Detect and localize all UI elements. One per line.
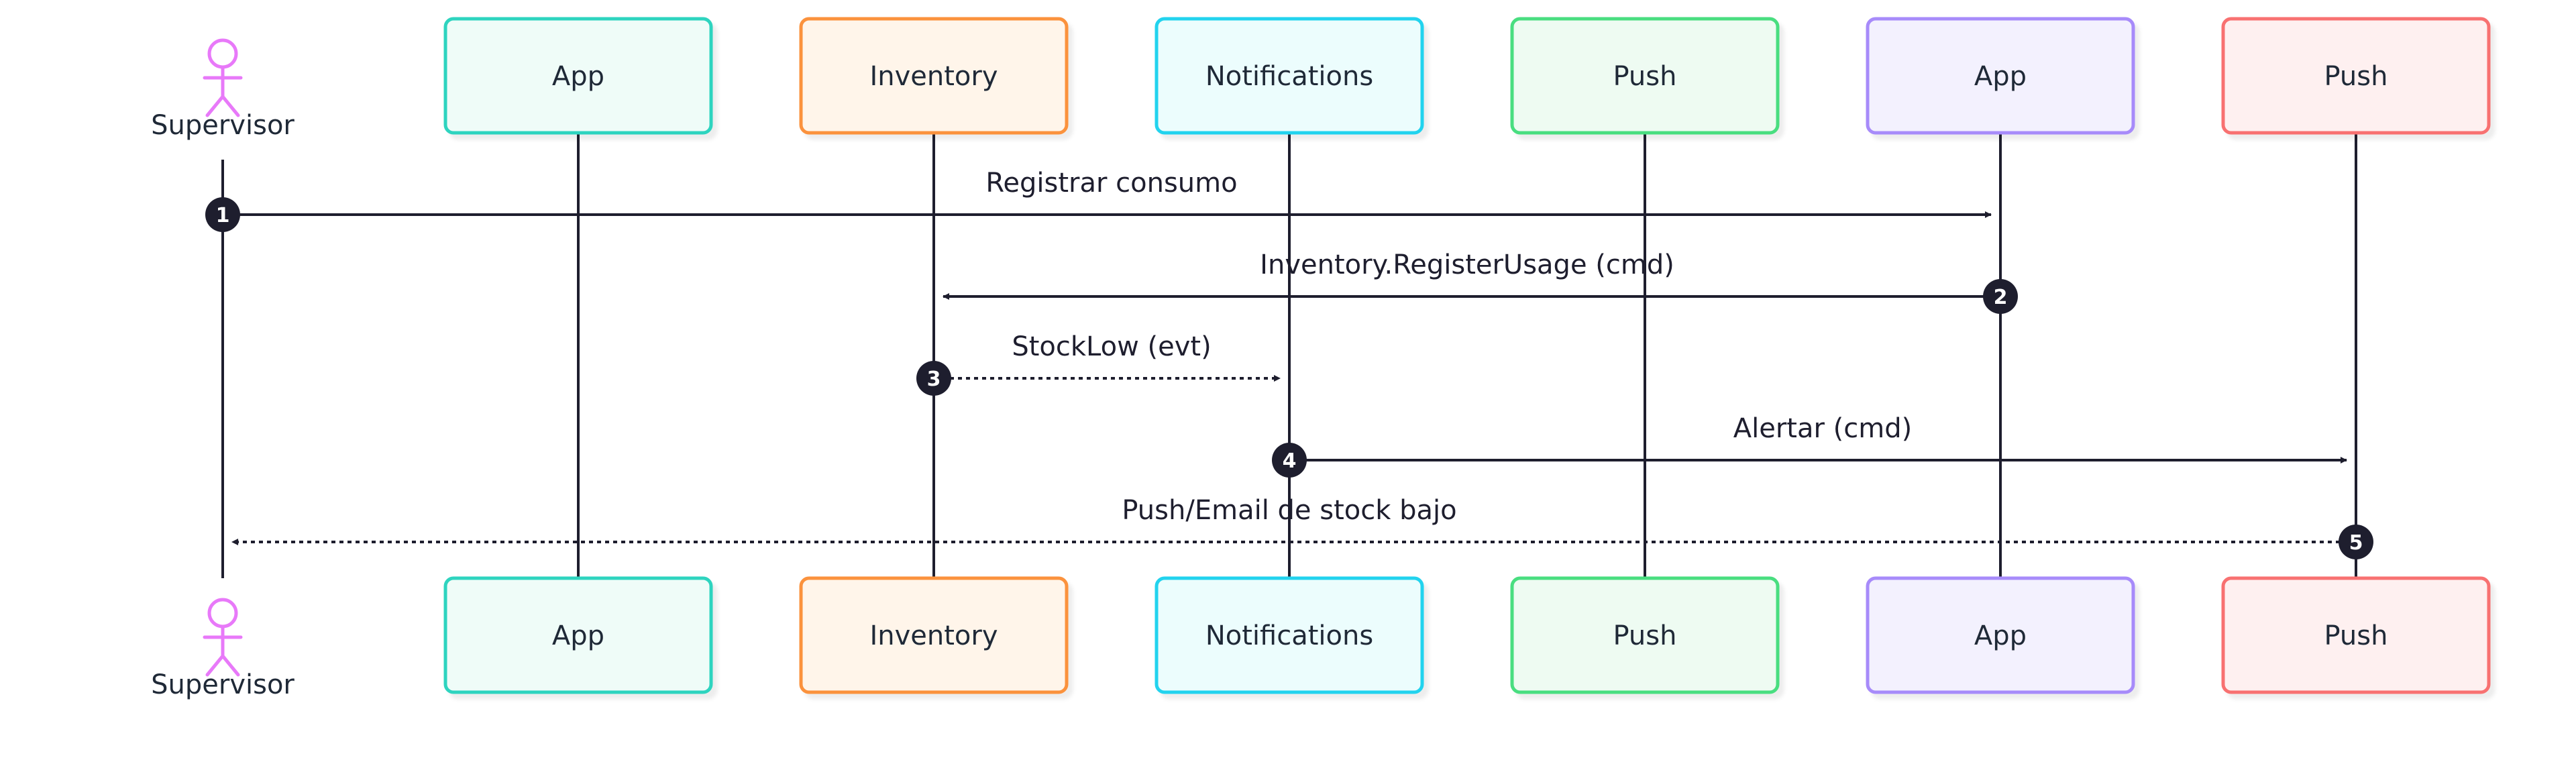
messages: Registrar consumo 1Inventory.RegisterUsag… [205,168,2373,559]
participant-box [2221,576,2491,694]
participant-label: Notifications [1205,620,1373,651]
participant-app2-bottom: App [1866,576,2135,694]
participants: SupervisorSupervisorAppAppInventoryInven… [151,17,2491,700]
sequence-number-badge [1272,443,1307,478]
participant-notifications-top: Notifications [1155,17,1424,135]
participant-box [2221,17,2491,135]
sequence-number: 1 [216,204,230,227]
sequence-number: 5 [2349,531,2363,555]
participant-label: Push [2324,61,2388,92]
person-icon [203,598,243,677]
message-label: Push/Email de stock bajo [1122,495,1456,526]
participant-label: App [1974,61,2027,92]
participant-box [1510,17,1780,135]
participant-box [799,576,1069,694]
participant-label: App [552,620,604,651]
sequence-number-badge [916,361,951,396]
participant-label: App [552,61,604,92]
sequence-number-badge [1983,279,2018,314]
participant-label: Push [1613,61,1677,92]
message-label: Alertar (cmd) [1733,413,1912,444]
participant-label: Supervisor [151,669,294,700]
participant-box [443,576,713,694]
participant-label: Push [1613,620,1677,651]
sequence-number-badge [205,197,240,232]
participant-push2-bottom: Push [2221,576,2491,694]
participant-label: Inventory [869,620,998,651]
participant-label: Notifications [1205,61,1373,92]
participant-push1-bottom: Push [1510,576,1780,694]
participant-box [1155,576,1424,694]
participant-label: Inventory [869,61,998,92]
message-4-alertar-cmd: Alertar (cmd) 4 [1272,413,2347,478]
message-label: Registrar consumo [985,168,1237,199]
participant-inventory-bottom: Inventory [799,576,1069,694]
participant-box [443,17,713,135]
message-2-inventory-registerusage-cmd: Inventory.RegisterUsage (cmd) 2 [943,250,2018,314]
sequence-number-badge [2339,525,2373,559]
message-label: StockLow (evt) [1012,331,1211,362]
message-5-push-email-de-stock-bajo: Push/Email de stock bajo 5 [231,495,2373,559]
person-icon [203,38,243,117]
participant-box [1510,576,1780,694]
sequence-number: 3 [927,368,941,391]
participant-inventory-top: Inventory [799,17,1069,135]
sequence-number: 4 [1283,449,1297,473]
participant-label: Supervisor [151,110,294,141]
participant-push2-top: Push [2221,17,2491,135]
message-label: Inventory.RegisterUsage (cmd) [1260,250,1674,280]
participant-push1-top: Push [1510,17,1780,135]
participant-box [1155,17,1424,135]
participant-notifications-bottom: Notifications [1155,576,1424,694]
participant-supervisor-top: Supervisor [151,38,294,141]
participant-app1-top: App [443,17,713,135]
participant-app2-top: App [1866,17,2135,135]
participant-app1-bottom: App [443,576,713,694]
lifelines [221,133,2357,578]
participant-label: App [1974,620,2027,651]
participant-box [1866,576,2135,694]
participant-supervisor-bottom: Supervisor [151,598,294,700]
participant-box [1866,17,2135,135]
participant-label: Push [2324,620,2388,651]
participant-box [799,17,1069,135]
message-1-registrar-consumo: Registrar consumo 1 [205,168,1992,232]
message-3-stocklow-evt: StockLow (evt) 3 [916,331,1281,396]
sequence-number: 2 [1994,286,2008,309]
